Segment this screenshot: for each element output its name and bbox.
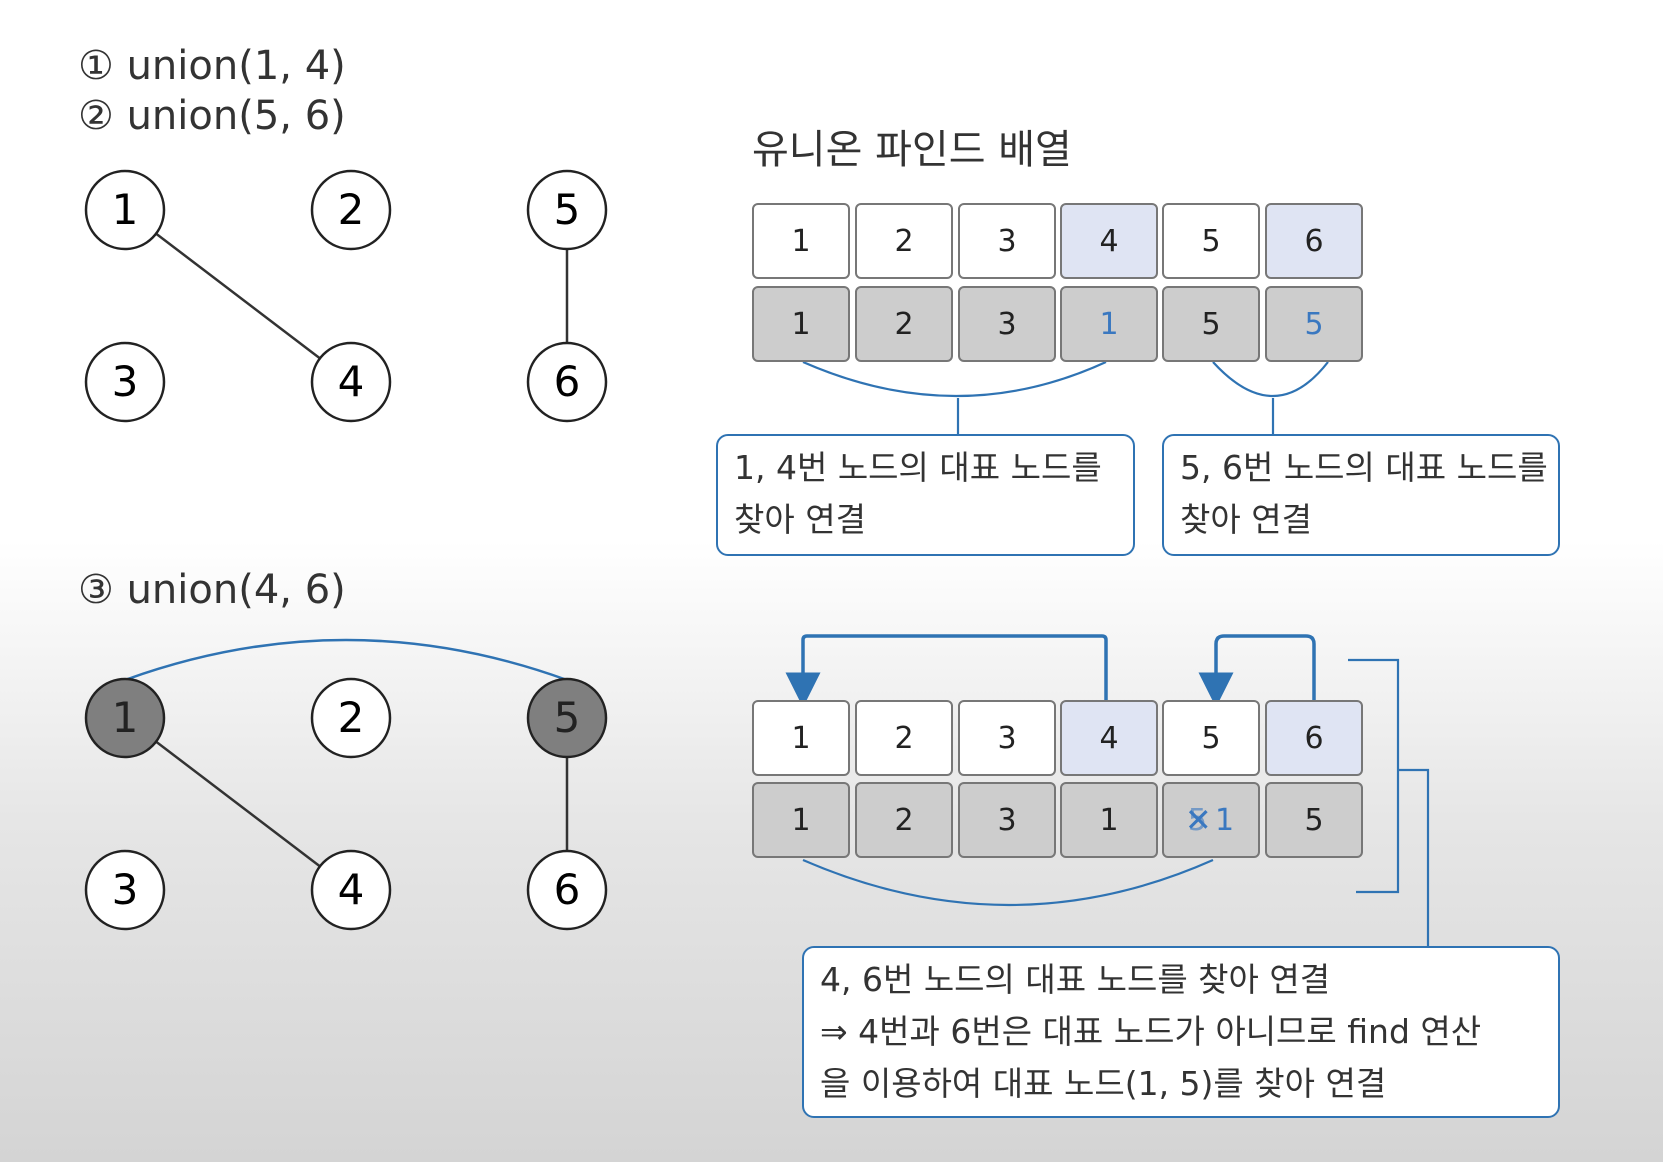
graph1-node-3: 3 (84, 341, 166, 423)
svg-text:6: 6 (554, 865, 581, 914)
callout-line: 5, 6번 노드의 대표 노드를 (1180, 448, 1548, 487)
graph2-node-1: 1 (84, 677, 166, 759)
array2-brace-1-5 (802, 858, 1214, 906)
callout-union-5-6: 5, 6번 노드의 대표 노드를 찾아 연결 (1162, 434, 1560, 556)
callout-line: 을 이용하여 대표 노드(1, 5)를 찾아 연결 (820, 1064, 1387, 1103)
cross-mark-icon: ✕ (1184, 800, 1212, 839)
callout-line: 4, 6번 노드의 대표 노드를 찾아 연결 (820, 960, 1331, 999)
graph2-node-6: 6 (526, 849, 608, 931)
edge-1-4-b (124, 717, 352, 891)
array2-index-cell: 6 (1265, 700, 1363, 776)
svg-text:3: 3 (112, 865, 139, 914)
graph1-node-5: 5 (526, 169, 608, 251)
callout-line: 1, 4번 노드의 대표 노드를 (734, 448, 1102, 487)
callout-line: 찾아 연결 (734, 500, 866, 539)
graph1-node-2: 2 (310, 169, 392, 251)
graph2-node-4: 4 (310, 849, 392, 931)
array1-value-cell: 2 (855, 286, 953, 362)
svg-text:1: 1 (112, 185, 139, 234)
array1-brace-5-6 (1212, 361, 1329, 397)
array2-index-cell: 1 (752, 700, 850, 776)
array1-value-cell: 3 (958, 286, 1056, 362)
callout-line: ⇒ 4번과 6번은 대표 노드가 아니므로 find 연산 (820, 1012, 1482, 1051)
graph2-node-5: 5 (526, 677, 608, 759)
array1-index-cell: 4 (1060, 203, 1158, 279)
callout-line: 찾아 연결 (1180, 500, 1312, 539)
bracket-connector (1398, 768, 1430, 946)
array2-value-cell: 2 (855, 782, 953, 858)
crossed-out-value: 5 ✕ (1184, 800, 1212, 839)
graph2-node-3: 3 (84, 849, 166, 931)
svg-text:3: 3 (112, 357, 139, 406)
array2-index-cell: 4 (1060, 700, 1158, 776)
array1-index-cell: 1 (752, 203, 850, 279)
svg-text:4: 4 (338, 865, 365, 914)
array2-index-cell: 2 (855, 700, 953, 776)
svg-text:4: 4 (338, 357, 365, 406)
step-1-label: ① union(1, 4) (78, 43, 346, 89)
array2-right-bracket (1348, 658, 1400, 894)
array2-arrow-6-to-5 (1198, 634, 1316, 708)
array1-index-cell: 6 (1265, 203, 1363, 279)
array1-brace-1-4 (802, 360, 1107, 398)
array-title: 유니온 파인드 배열 (752, 127, 1072, 173)
edge-1-4 (124, 209, 352, 383)
svg-text:5: 5 (554, 185, 581, 234)
step-3-label: ③ union(4, 6) (78, 567, 346, 613)
step-2-label: ② union(5, 6) (78, 93, 346, 139)
array2-index-cell: 5 (1162, 700, 1260, 776)
graph1-node-6: 6 (526, 341, 608, 423)
svg-text:2: 2 (338, 185, 365, 234)
graph1-node-1: 1 (84, 169, 166, 251)
array1-value-cell: 1 (1060, 286, 1158, 362)
svg-text:5: 5 (554, 693, 581, 742)
array2-value-cell-updated: 5 ✕ 1 (1162, 782, 1260, 858)
array2-value-cell: 3 (958, 782, 1056, 858)
array1-value-cell: 5 (1265, 286, 1363, 362)
new-value: 1 (1215, 802, 1235, 838)
array1-index-cell: 3 (958, 203, 1056, 279)
callout-union-1-4: 1, 4번 노드의 대표 노드를 찾아 연결 (716, 434, 1135, 556)
svg-text:2: 2 (338, 693, 365, 742)
callout-union-4-6: 4, 6번 노드의 대표 노드를 찾아 연결 ⇒ 4번과 6번은 대표 노드가 … (802, 946, 1560, 1118)
array1-index-cell: 5 (1162, 203, 1260, 279)
svg-text:1: 1 (112, 693, 139, 742)
svg-text:6: 6 (554, 357, 581, 406)
edge-1-5-arc (124, 638, 568, 682)
array2-value-cell: 1 (1060, 782, 1158, 858)
array2-value-cell: 1 (752, 782, 850, 858)
array1-value-cell: 5 (1162, 286, 1260, 362)
array1-index-cell: 2 (855, 203, 953, 279)
array2-arrow-4-to-1 (785, 634, 1108, 708)
graph1-node-4: 4 (310, 341, 392, 423)
array1-value-cell: 1 (752, 286, 850, 362)
array2-index-cell: 3 (958, 700, 1056, 776)
array2-value-cell: 5 (1265, 782, 1363, 858)
graph2-node-2: 2 (310, 677, 392, 759)
